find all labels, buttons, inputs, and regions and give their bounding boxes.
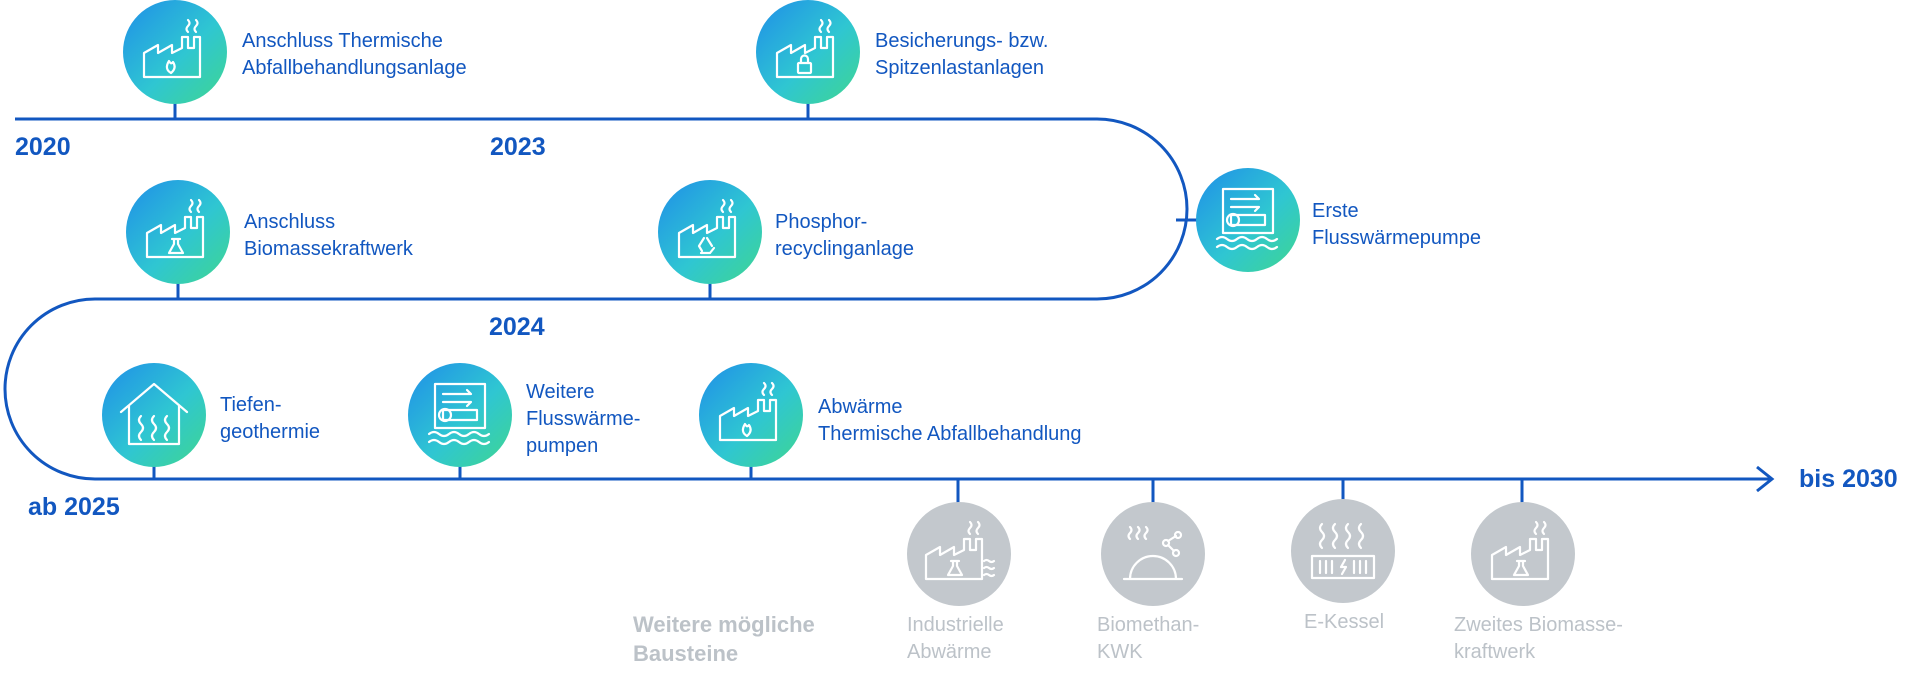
label-biomassekraftwerk: Anschluss Biomassekraftwerk — [244, 211, 413, 260]
factory-flame-icon — [699, 363, 803, 467]
year-2020: 2020 — [15, 133, 71, 161]
heat-pump-water-icon — [408, 363, 512, 467]
label-weitere-moegliche-bausteine: Weitere mögliche Bausteine — [633, 612, 815, 666]
label-e-kessel: E-Kessel — [1304, 611, 1385, 633]
electric-boiler-icon — [1291, 499, 1395, 603]
house-heat-icon — [102, 363, 206, 467]
label-erste-flusswaermepumpe: Erste Flusswärmepumpe — [1312, 200, 1481, 249]
factory-lock-icon — [756, 0, 860, 104]
factory-recycle-icon — [658, 180, 762, 284]
label-thermische-abfallbehandlungsanlage: Anschluss Thermische Abfallbehandlungsan… — [242, 30, 467, 79]
label-tiefengeothermie: Tiefen- geothermie — [220, 394, 321, 443]
heat-pump-water-icon — [1196, 168, 1300, 272]
year-ab-2025: ab 2025 — [28, 493, 120, 521]
year-2023: 2023 — [490, 133, 546, 161]
factory-flask-icon — [126, 180, 230, 284]
label-weitere-flusswaermepumpen: Weitere Flusswärme- pumpen — [526, 381, 641, 457]
factory-waves-icon — [907, 502, 1011, 606]
factory-flask-icon — [1471, 502, 1575, 606]
factory-flame-icon — [123, 0, 227, 104]
label-zweites-biomassekraftwerk: Zweites Biomasse- kraftwerk — [1454, 614, 1623, 663]
label-industrielle-abwaerme: Industrielle Abwärme — [907, 614, 1004, 663]
label-besicherungs-spitzenlastanlagen: Besicherungs- bzw. Spitzenlastanlagen — [875, 30, 1049, 79]
year-bis-2030: bis 2030 — [1799, 465, 1898, 493]
label-phosphorrecyclinganlage: Phosphor- recyclinganlage — [775, 211, 914, 260]
label-biomethan-kwk: Biomethan- KWK — [1097, 614, 1200, 663]
year-2024: 2024 — [489, 313, 545, 341]
label-abwaerme-thermische-abfallbehandlung: Abwärme Thermische Abfallbehandlung — [818, 396, 1082, 445]
biogas-dome-icon — [1101, 502, 1205, 606]
